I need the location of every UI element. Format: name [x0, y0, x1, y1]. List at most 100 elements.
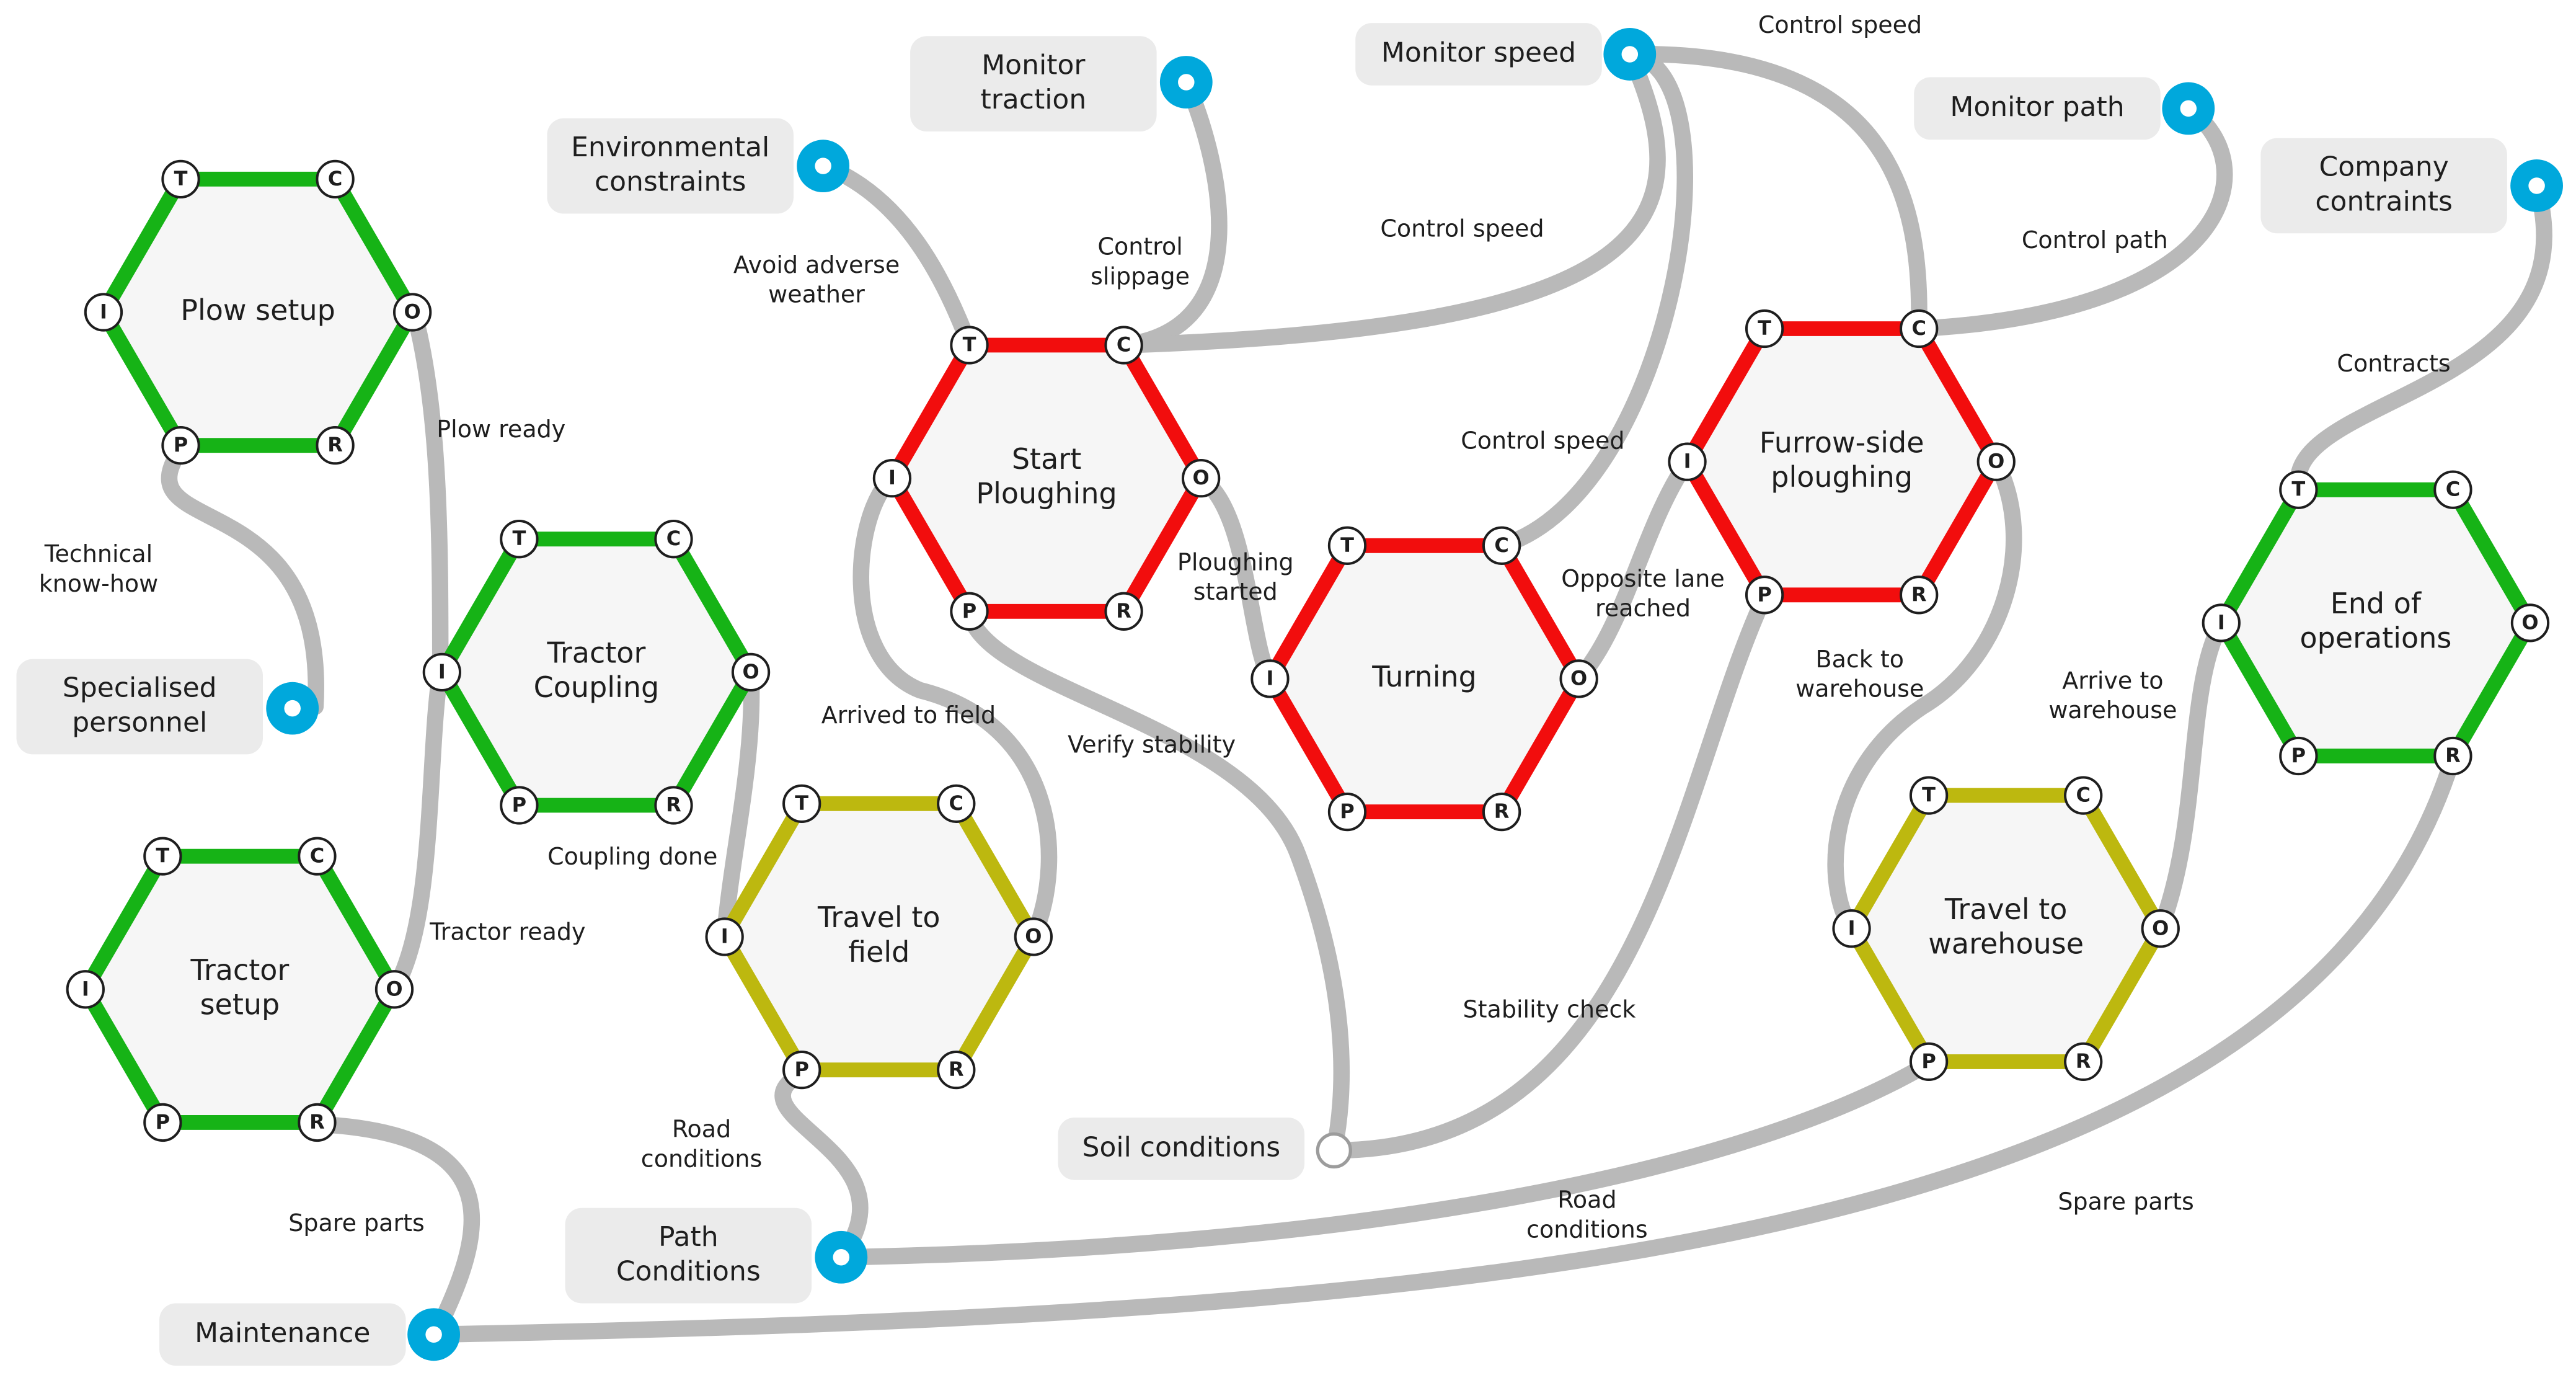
- aspect-o-port[interactable]: O: [2510, 603, 2550, 643]
- aspect-port-circle: [298, 1103, 337, 1142]
- aspect-i-port[interactable]: I: [66, 970, 105, 1009]
- aspect-i-port[interactable]: I: [1668, 442, 1707, 481]
- coupling-label: conditions: [1526, 1216, 1648, 1243]
- aspect-p-port[interactable]: P: [143, 1103, 182, 1142]
- aspect-i-port[interactable]: I: [1832, 909, 1871, 948]
- aspect-c-port[interactable]: C: [298, 837, 337, 876]
- aspect-c-port[interactable]: C: [316, 159, 355, 199]
- coupling-line: [1115, 46, 1666, 354]
- aspect-i-port[interactable]: I: [705, 917, 744, 956]
- resource-monitor-speed[interactable]: Monitor speed: [1355, 23, 1657, 86]
- aspect-o-port[interactable]: O: [1182, 459, 1221, 498]
- coupling-label: Opposite lane: [1561, 565, 1724, 592]
- aspect-o-port[interactable]: O: [731, 652, 771, 692]
- aspect-p-port[interactable]: P: [950, 592, 989, 631]
- aspect-p-port[interactable]: P: [1745, 576, 1784, 615]
- aspect-p-port[interactable]: P: [161, 426, 200, 465]
- aspect-port-circle: [2064, 776, 2103, 815]
- aspect-t-port[interactable]: T: [1909, 776, 1949, 815]
- aspect-t-port[interactable]: T: [2279, 470, 2318, 509]
- function-label: Furrow-side: [1759, 425, 1924, 459]
- aspect-t-port[interactable]: T: [1745, 309, 1784, 349]
- aspect-r-port[interactable]: R: [316, 426, 355, 465]
- connector-dot-center: [2180, 100, 2197, 117]
- coupling-label: Contracts: [2337, 350, 2450, 377]
- connector-dot-icon: [1316, 1132, 1352, 1169]
- aspect-o-port[interactable]: O: [1976, 442, 2016, 481]
- resource-maintenance[interactable]: Maintenance: [159, 1303, 460, 1366]
- aspect-o-port[interactable]: O: [374, 970, 414, 1009]
- aspect-r-port[interactable]: R: [298, 1103, 337, 1142]
- aspect-t-port[interactable]: T: [143, 837, 182, 876]
- resource-label: contraints: [2315, 185, 2453, 217]
- aspect-t-port[interactable]: T: [782, 784, 821, 823]
- aspect-c-port[interactable]: C: [937, 784, 976, 823]
- aspect-r-port[interactable]: R: [1104, 592, 1143, 631]
- resource-monitor-path[interactable]: Monitor path: [1914, 77, 2215, 140]
- aspect-p-port[interactable]: P: [782, 1051, 821, 1090]
- resource-soil-conditions[interactable]: Soil conditions: [1058, 1118, 1352, 1180]
- coupling-label: Stability check: [1463, 995, 1636, 1023]
- aspect-port-letter: T: [963, 333, 976, 357]
- aspect-port-letter: T: [795, 791, 808, 815]
- aspect-r-port[interactable]: R: [1900, 576, 1939, 615]
- aspect-port-circle: [705, 917, 744, 956]
- coupling-ploughing-started: [1192, 469, 1278, 687]
- aspect-c-port[interactable]: C: [654, 520, 693, 559]
- aspect-t-port[interactable]: T: [500, 520, 539, 559]
- aspect-o-port[interactable]: O: [2141, 909, 2180, 948]
- aspect-port-letter: T: [512, 527, 526, 550]
- aspect-o-port[interactable]: O: [1014, 917, 1053, 956]
- aspect-p-port[interactable]: P: [1327, 792, 1367, 832]
- coupling-label: weather: [768, 281, 865, 308]
- aspect-t-port[interactable]: T: [1327, 526, 1367, 565]
- aspect-r-port[interactable]: R: [937, 1051, 976, 1090]
- aspect-c-port[interactable]: C: [1104, 326, 1143, 365]
- coupling-label: Verify stability: [1068, 731, 1236, 758]
- aspect-i-port[interactable]: I: [2202, 603, 2241, 643]
- aspect-c-port[interactable]: C: [2433, 470, 2472, 509]
- aspect-p-port[interactable]: P: [1909, 1042, 1949, 1082]
- aspect-p-port[interactable]: P: [500, 786, 539, 825]
- aspect-port-letter: O: [1193, 466, 1210, 489]
- aspect-r-port[interactable]: R: [2433, 736, 2472, 776]
- aspect-p-port[interactable]: P: [2279, 736, 2318, 776]
- aspect-r-port[interactable]: R: [2064, 1042, 2103, 1082]
- aspect-port-letter: P: [174, 433, 188, 456]
- aspect-c-port[interactable]: C: [2064, 776, 2103, 815]
- aspect-r-port[interactable]: R: [1482, 792, 1521, 832]
- aspect-r-port[interactable]: R: [654, 786, 693, 825]
- aspect-port-circle: [1745, 309, 1784, 349]
- coupling-label: know-how: [39, 570, 159, 597]
- coupling-line: [833, 1055, 1937, 1266]
- aspect-o-port[interactable]: O: [393, 293, 432, 332]
- coupling-control-path: [1910, 100, 2233, 337]
- coupling-label-control-speed-2: Control speed: [1461, 427, 1624, 454]
- aspect-c-port[interactable]: C: [1482, 526, 1521, 565]
- aspect-c-port[interactable]: C: [1900, 309, 1939, 349]
- aspect-i-port[interactable]: I: [872, 459, 912, 498]
- aspect-i-port[interactable]: I: [1250, 659, 1290, 698]
- resource-label: constraints: [595, 166, 746, 197]
- aspect-i-port[interactable]: I: [84, 293, 123, 332]
- aspect-i-port[interactable]: I: [422, 652, 461, 692]
- aspect-t-port[interactable]: T: [161, 159, 200, 199]
- aspect-port-letter: T: [1922, 783, 1936, 807]
- aspect-t-port[interactable]: T: [950, 326, 989, 365]
- aspect-o-port[interactable]: O: [1559, 659, 1598, 698]
- aspect-port-letter: C: [1117, 333, 1131, 357]
